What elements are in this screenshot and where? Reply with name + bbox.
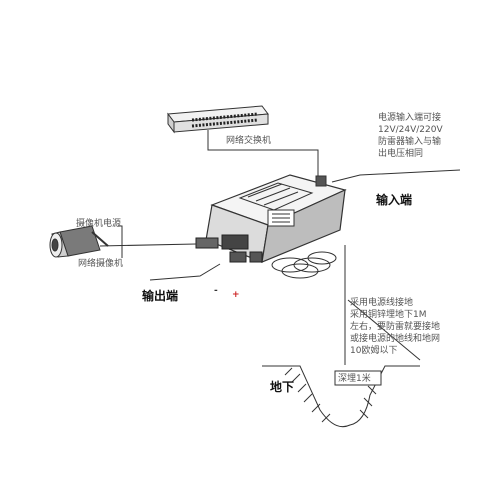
power-note-line: 12V/24V/220V bbox=[378, 125, 443, 135]
input-wire bbox=[331, 169, 461, 183]
camera-data-cable bbox=[99, 243, 197, 247]
switch-cable bbox=[207, 130, 319, 178]
power-note-line: 出电压相同 bbox=[378, 149, 424, 159]
network-switch-icon bbox=[167, 105, 269, 134]
underground-label: 地下 bbox=[270, 380, 295, 394]
power-note-line: 防雷器输入与输 bbox=[378, 137, 442, 147]
ground-note: 采用电源线接地 采用铜锌埋地下1M 左右，要防雷就要接地 或接电源的地线和地网 … bbox=[350, 297, 440, 357]
depth-label: 深埋1米 bbox=[338, 374, 371, 384]
ground-note-line: 左右，要防雷就要接地 bbox=[350, 322, 441, 332]
power-note-line: 电源输入端可接 bbox=[378, 113, 442, 123]
ground-note-line: 10欧姆以下 bbox=[350, 346, 398, 356]
power-note: 电源输入端可接 12V/24V/220V 防雷器输入与输 出电压相同 bbox=[378, 112, 443, 160]
coiled-cable bbox=[271, 251, 337, 279]
minus-sign: - bbox=[214, 286, 218, 296]
output-wire bbox=[149, 263, 221, 281]
input-label: 输入端 bbox=[376, 193, 413, 207]
camera-label: 网络摄像机 bbox=[78, 259, 124, 269]
plus-sign: + bbox=[232, 290, 240, 300]
camera-power-label: 摄像机电源 bbox=[76, 219, 122, 229]
ground-pit bbox=[262, 365, 420, 428]
camera-power-cable bbox=[118, 225, 123, 258]
lightning-protector-device bbox=[195, 174, 347, 263]
ground-note-leader bbox=[347, 299, 421, 361]
output-label: 输出端 bbox=[142, 289, 179, 303]
network-camera-icon bbox=[49, 225, 109, 258]
ground-note-line: 或接电源的地线和地网 bbox=[350, 334, 441, 344]
ground-note-line: 采用铜锌埋地下1M bbox=[350, 310, 427, 320]
ground-note-line: 采用电源线接地 bbox=[350, 298, 414, 308]
switch-label: 网络交换机 bbox=[226, 136, 272, 146]
